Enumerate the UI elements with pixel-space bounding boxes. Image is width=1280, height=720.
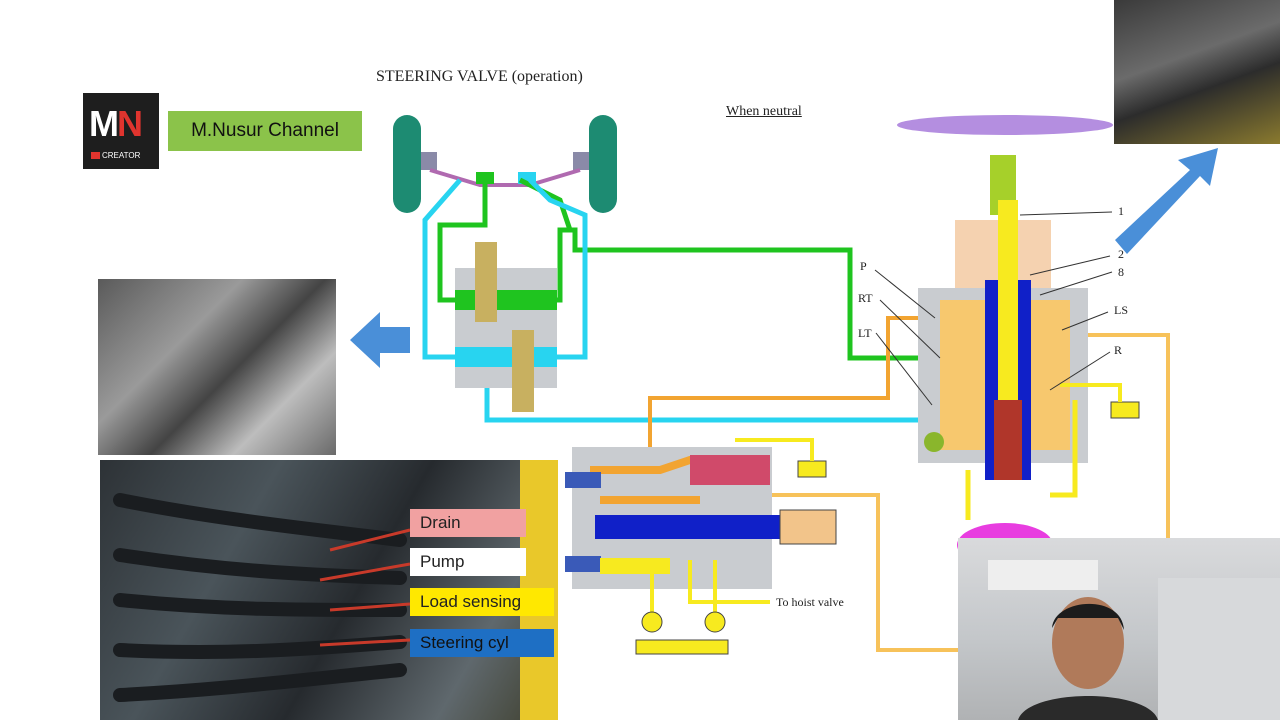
port-upper xyxy=(565,472,601,488)
callout-rt: RT xyxy=(858,291,873,305)
channel-name: M.Nusur Channel xyxy=(168,111,362,151)
pump-symbol-1 xyxy=(641,611,663,633)
green-spool-channel xyxy=(455,290,557,310)
left-knuckle xyxy=(421,152,437,170)
callout-r: R xyxy=(1114,343,1122,357)
callout-leaders xyxy=(874,211,1113,406)
callout-2: 2 xyxy=(1118,247,1124,261)
callout-1: 1 xyxy=(1118,204,1124,218)
control-yellow-port xyxy=(600,558,670,574)
steering-valve-block xyxy=(455,268,557,388)
right-knuckle xyxy=(573,152,589,170)
tank-symbol-control xyxy=(797,460,827,478)
callout-ls: LS xyxy=(1114,303,1128,317)
up-right-arrow xyxy=(1115,148,1218,254)
hose-label-pump: Pump xyxy=(410,548,526,576)
play-icon xyxy=(91,152,100,160)
cylinder-head-left xyxy=(476,172,494,184)
callout-p: P xyxy=(860,259,867,273)
axle-photo xyxy=(98,279,336,455)
diagram-title: STEERING VALVE (operation) xyxy=(376,68,583,85)
relief-valve-lower xyxy=(512,330,534,412)
steering-wheel-shaft xyxy=(897,115,1113,135)
callout-8: 8 xyxy=(1118,265,1124,279)
orange-line xyxy=(648,316,975,450)
control-drain-line xyxy=(735,438,814,461)
tie-rod xyxy=(429,168,581,187)
right-wheel xyxy=(589,115,617,213)
tank-symbol-bottom xyxy=(635,639,729,655)
hose-label-steering-cyl: Steering cyl xyxy=(410,629,554,657)
machine-photo-top-right xyxy=(1114,0,1280,144)
pilot-valve xyxy=(690,455,770,485)
hose-label-drain: Drain xyxy=(410,509,526,537)
presenter-figure xyxy=(988,560,1280,720)
hoist-valve-note: To hoist valve xyxy=(776,595,844,609)
logo-creator-tag: CREATOR xyxy=(91,151,140,160)
spool-piston xyxy=(994,400,1022,480)
control-lower-lines xyxy=(650,560,770,620)
left-wheel xyxy=(393,115,421,213)
port-lower xyxy=(565,556,601,572)
relief-valve-upper xyxy=(475,242,497,322)
channel-logo: MN CREATOR xyxy=(83,93,159,169)
state-label: When neutral xyxy=(726,104,802,119)
yellow-drain-right xyxy=(1060,383,1122,402)
pump-symbol-2 xyxy=(704,611,726,633)
green-line xyxy=(437,180,985,361)
callout-lt: LT xyxy=(858,326,872,340)
cyan-line xyxy=(422,178,588,360)
logo-letters: MN xyxy=(89,103,143,144)
pilot-port xyxy=(924,432,944,452)
tank-symbol-right xyxy=(1110,401,1140,419)
presenter-webcam xyxy=(958,538,1280,720)
hoses-photo: Drain Pump Load sensing Steering cyl xyxy=(100,460,558,720)
cyan-line-2 xyxy=(484,357,985,423)
hose-label-load-sensing: Load sensing xyxy=(410,588,554,616)
left-arrow xyxy=(350,312,410,368)
yellow-line-bottom xyxy=(965,400,1078,520)
cyan-spool-channel xyxy=(455,347,557,367)
control-spring xyxy=(779,509,837,545)
